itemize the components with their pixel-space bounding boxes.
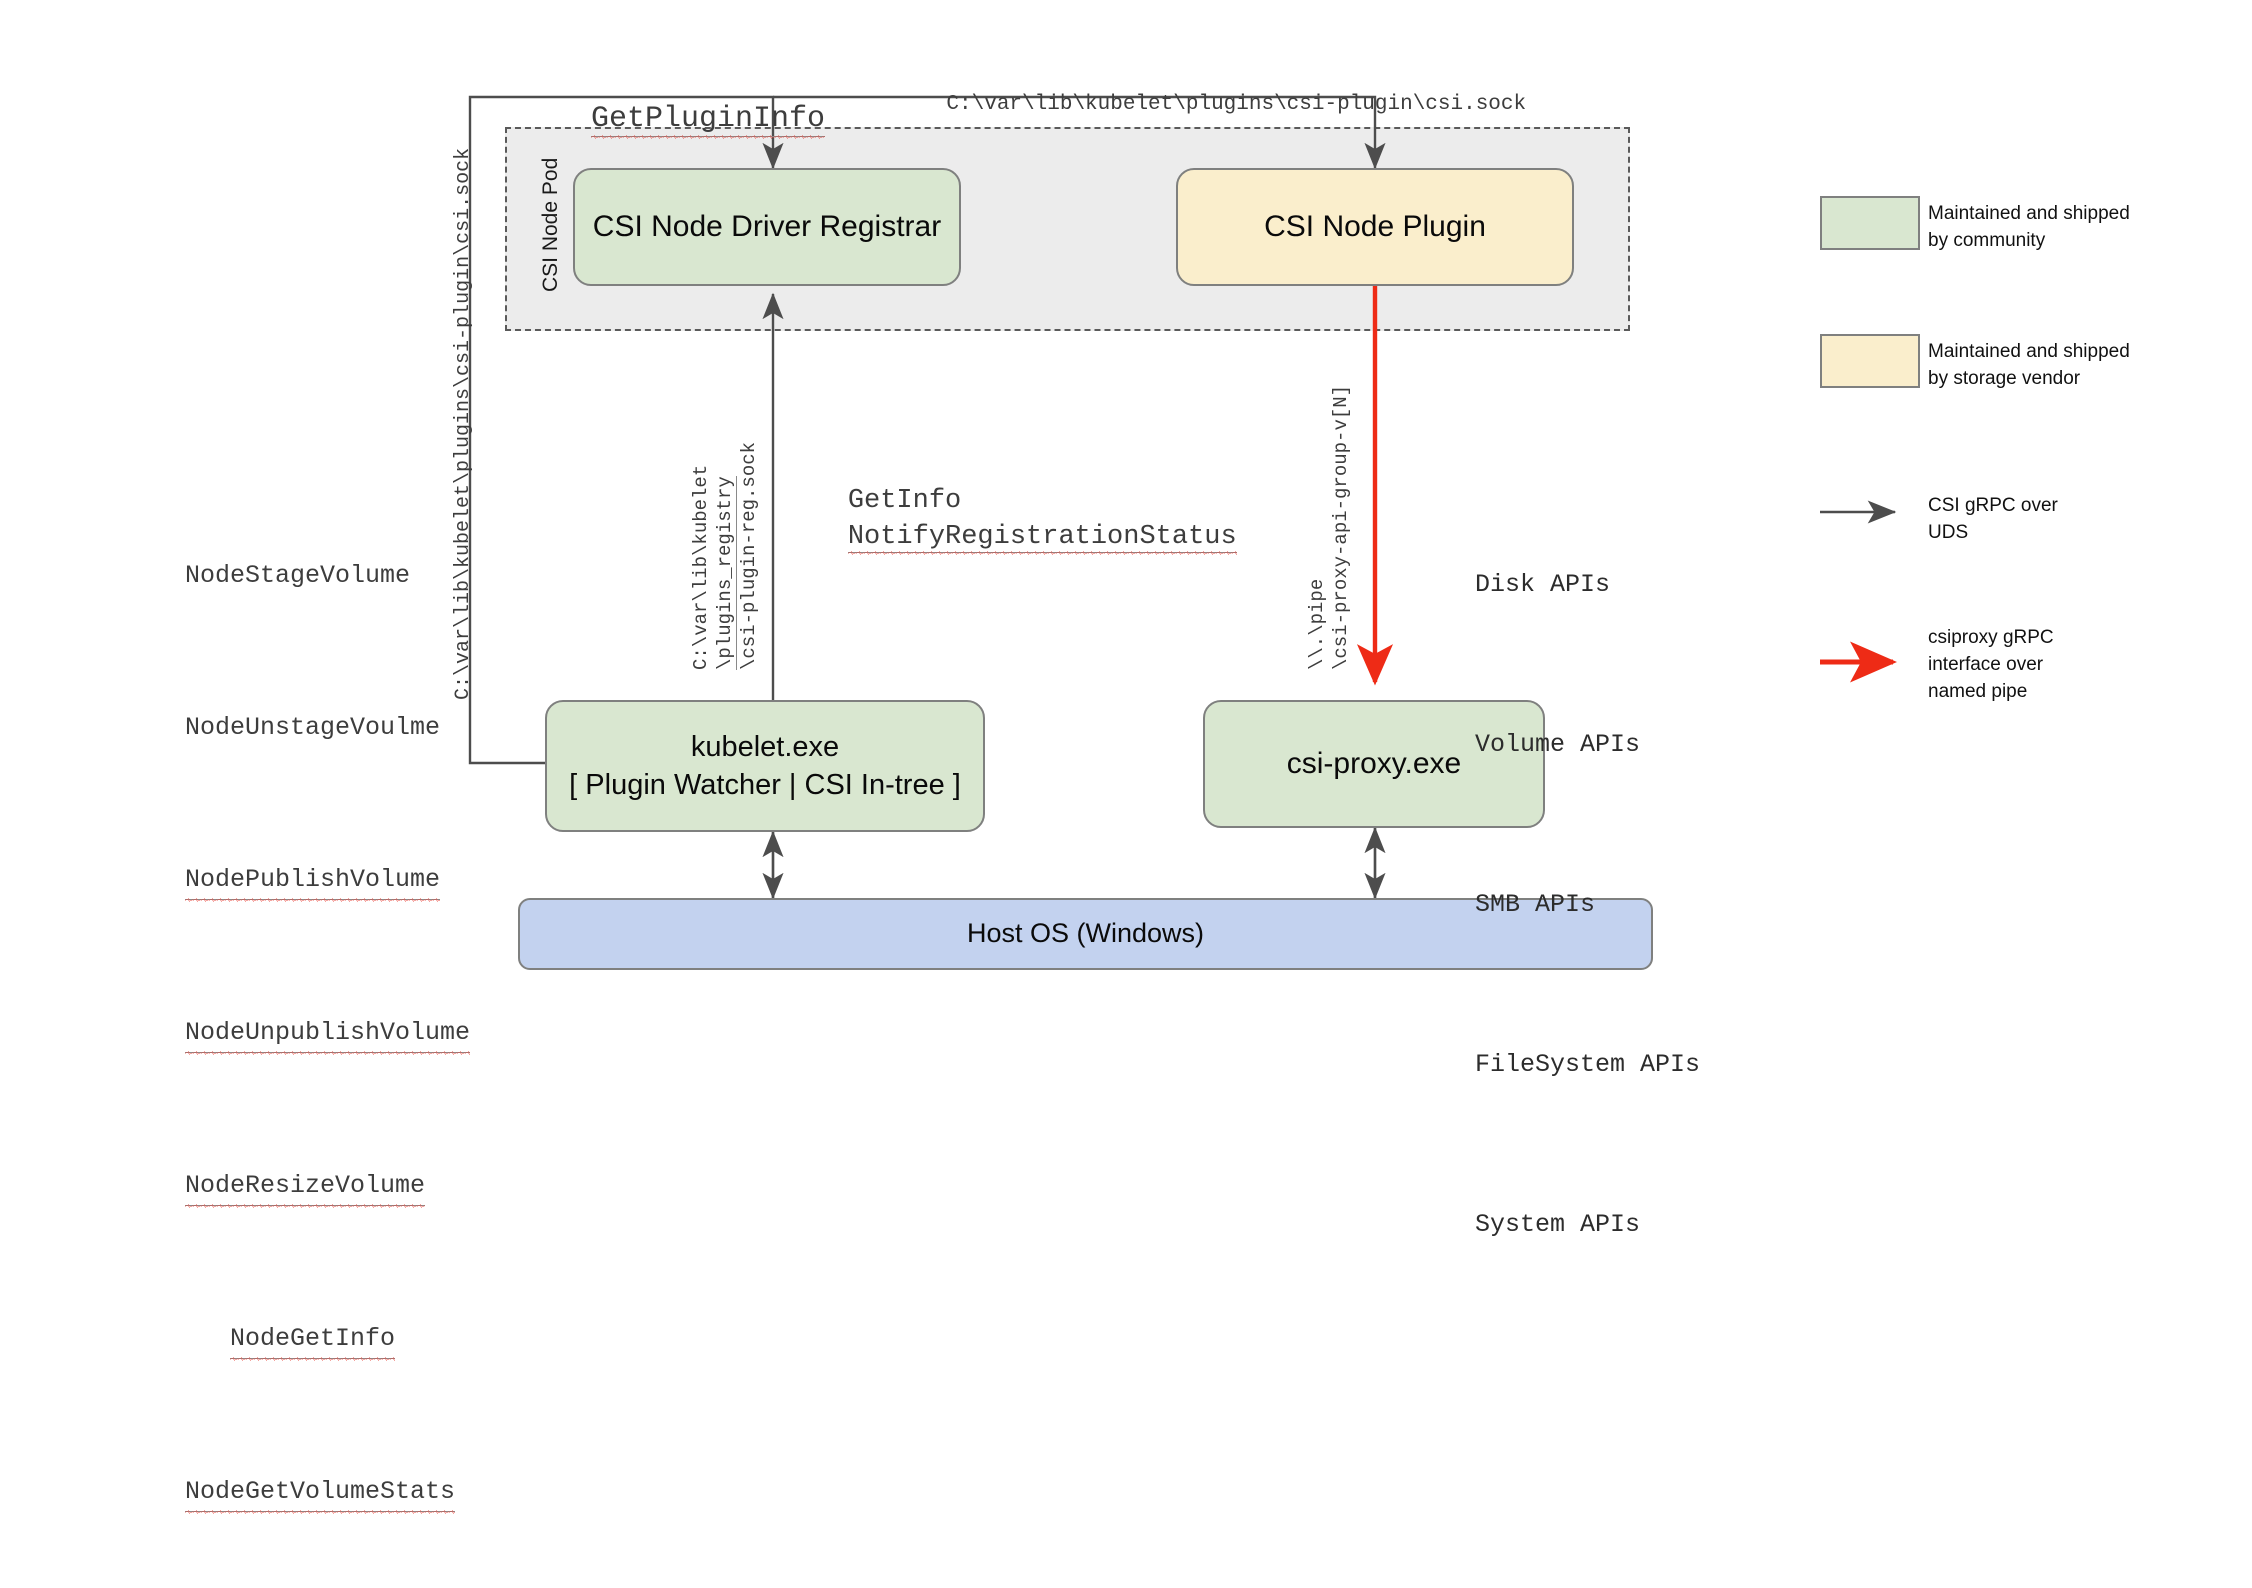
csi-proxy-api-list: Disk APIs Volume APIs SMB APIs FileSyste… <box>1385 445 1700 1325</box>
legend-swatch-vendor <box>1820 334 1920 388</box>
node-csi-node-plugin-label: CSI Node Plugin <box>1264 210 1486 244</box>
legend-label-csiproxy-named-pipe: csiproxy gRPC interface over named pipe <box>1928 627 2054 702</box>
label-notify-registration-status: NotifyRegistrationStatus <box>847 522 1237 555</box>
csi-node-api-item: NodeGetVolumeStats <box>95 1435 456 1514</box>
csi-proxy-api-item: Volume APIs <box>1475 730 1641 759</box>
node-host-os-label: Host OS (Windows) <box>966 918 1205 949</box>
node-csi-node-driver-registrar-label: CSI Node Driver Registrar <box>592 210 942 244</box>
legend-swatch-community <box>1820 196 1920 250</box>
csi-proxy-api-item: System APIs <box>1475 1210 1641 1239</box>
node-csi-proxy-exe[interactable]: csi-proxy.exe <box>1203 700 1545 828</box>
label-registry-path-line1: C:\var\lib\kubelet <box>690 464 712 670</box>
csi-proxy-api-item: FileSystem APIs <box>1475 1050 1701 1079</box>
csi-node-api-item: NodeGetInfo <box>95 1282 396 1361</box>
node-csi-proxy-exe-label: csi-proxy.exe <box>1286 747 1462 781</box>
csi-node-api-item: NodeStageVolume <box>185 561 411 590</box>
label-get-info: GetInfo <box>847 486 962 516</box>
label-csi-sock-path-top: C:\var\lib\kubelet\plugins\csi-plugin\cs… <box>946 93 1527 116</box>
node-csi-node-driver-registrar[interactable]: CSI Node Driver Registrar <box>573 168 961 286</box>
node-host-os[interactable]: Host OS (Windows) <box>518 898 1653 970</box>
label-registry-path-line3: \csi-plugin-reg.sock <box>738 441 760 670</box>
node-kubelet-exe-label-primary: kubelet.exe <box>690 730 840 763</box>
node-kubelet-exe-label-secondary: [ Plugin Watcher | CSI In-tree ] <box>569 769 961 801</box>
diagram-canvas: CSI Node Driver Registrar CSI Node Plugi… <box>185 93 2130 1514</box>
node-csi-node-plugin[interactable]: CSI Node Plugin <box>1176 168 1574 286</box>
legend-label-community: Maintained and shipped by community <box>1928 203 2130 251</box>
label-get-plugin-info: GetPluginInfo <box>591 102 826 139</box>
node-kubelet-exe[interactable]: kubelet.exe [ Plugin Watcher | CSI In-tr… <box>545 700 985 832</box>
legend-label-vendor: Maintained and shipped by storage vendor <box>1928 341 2130 389</box>
csi-node-api-list: NodeStageVolume NodeUnstageVoulme NodePu… <box>95 443 471 1588</box>
label-csi-sock-path-left: C:\var\lib\kubelet\plugins\csi-plugin\cs… <box>452 147 475 700</box>
csi-proxy-api-item: Disk APIs <box>1475 570 1611 599</box>
label-registry-path-line2: \plugins_registry <box>714 476 737 670</box>
csi-node-api-item: NodePublishVolume <box>95 823 441 902</box>
csi-node-api-item: NodeResizeVolume <box>95 1129 426 1208</box>
legend-label-csi-grpc-uds: CSI gRPC over UDS <box>1928 495 2058 543</box>
csi-node-api-item: NodeUnstageVoulme <box>185 713 441 742</box>
label-pipe-line2: \csi-proxy-api-group-v[N] <box>1330 384 1352 670</box>
csi-node-api-item: NodeUnpublishVolume <box>95 976 471 1055</box>
csi-proxy-api-item: SMB APIs <box>1475 890 1596 919</box>
csi-node-pod-label: CSI Node Pod <box>539 157 562 292</box>
label-pipe-line1: \\.\pipe <box>1306 578 1328 670</box>
